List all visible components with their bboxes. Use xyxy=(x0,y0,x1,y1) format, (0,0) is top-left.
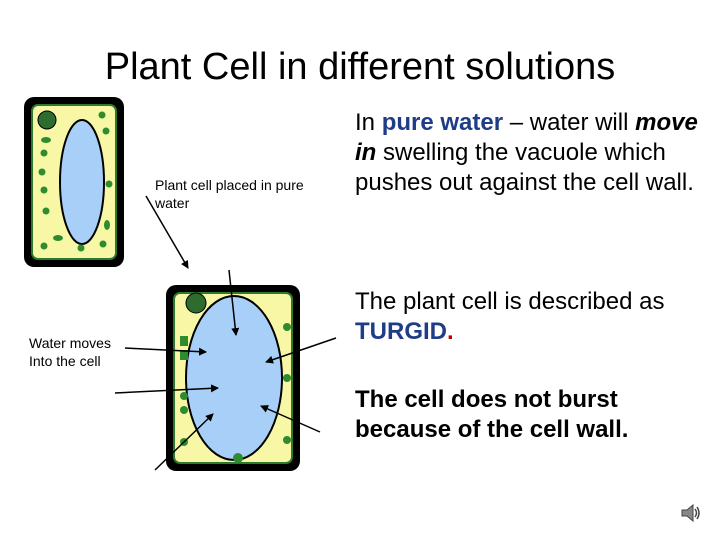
reference-vacuole xyxy=(59,119,105,245)
paragraph-turgid: The plant cell is described as TURGID. xyxy=(355,287,705,347)
period: . xyxy=(447,318,454,345)
water-arrow xyxy=(260,405,321,433)
label-water-moves: Water moves Into the cell xyxy=(29,334,139,370)
text: In xyxy=(355,109,382,136)
slide-title: Plant Cell in different solutions xyxy=(104,46,616,88)
water-arrow xyxy=(114,384,219,394)
text: swelling the vacuole which pushes out ag… xyxy=(355,139,694,196)
nucleus xyxy=(185,292,207,314)
text: The plant cell is described as xyxy=(355,288,665,315)
label-water-moves-line1: Water moves xyxy=(29,335,111,351)
water-arrow xyxy=(228,269,240,336)
reference-nucleus xyxy=(37,110,57,130)
highlight-pure-water: pure water xyxy=(381,109,504,136)
reference-plant-cell xyxy=(24,97,124,267)
highlight-move-in: move in xyxy=(355,109,698,166)
paragraph-does-not-burst: The cell does not burst because of the c… xyxy=(355,386,629,443)
speaker-icon[interactable] xyxy=(680,502,702,524)
water-arrow xyxy=(265,337,337,364)
arrows xyxy=(114,195,337,471)
water-arrow xyxy=(154,413,214,471)
water-arrow xyxy=(124,347,207,356)
highlight-turgid: TURGID xyxy=(355,318,447,345)
label-water-moves-line2: Into the cell xyxy=(29,353,101,369)
label-cell-placed: Plant cell placed in pure water xyxy=(155,177,304,211)
paragraph-pure-water: In pure water – water will move in swell… xyxy=(355,108,705,198)
text: – water will xyxy=(503,109,636,136)
label-pointer-arrow xyxy=(145,195,189,269)
